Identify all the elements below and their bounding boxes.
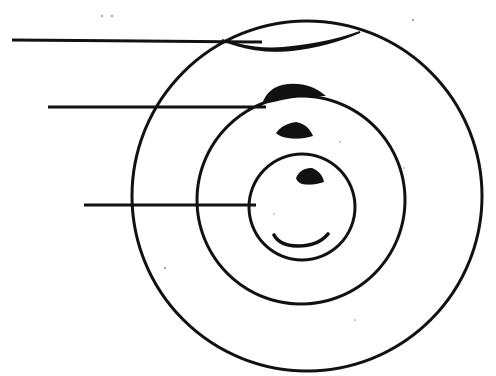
middle-cap-mark: [262, 84, 326, 104]
middle-blob-mark: [276, 122, 313, 139]
scan-speckles: [101, 15, 414, 321]
inner-circle: [249, 154, 355, 260]
outer-circle: [132, 21, 482, 371]
inner-smile-arc: [274, 234, 328, 246]
inner-blob-mark: [296, 168, 324, 185]
